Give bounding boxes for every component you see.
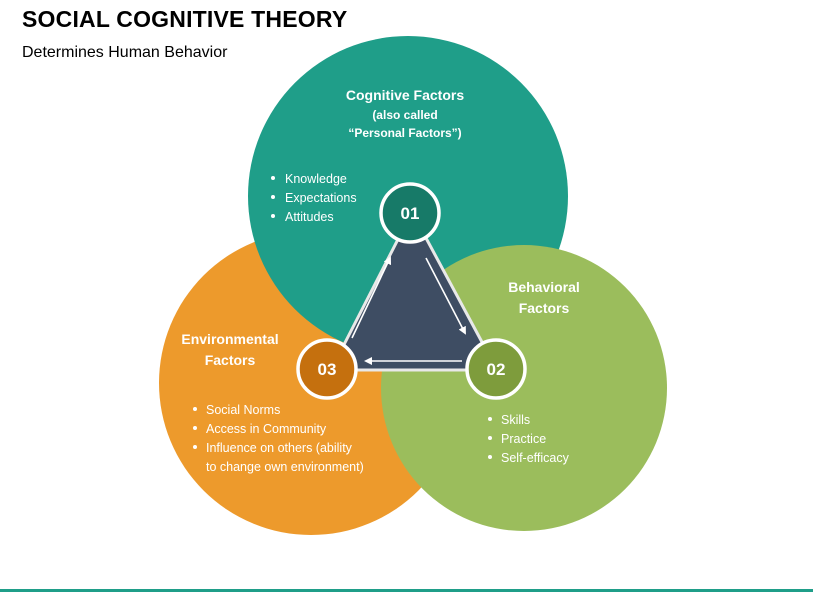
- cognitive-subtitle-2: “Personal Factors”): [348, 126, 461, 140]
- list-item: Attitudes: [285, 210, 334, 224]
- environmental-title-2: Factors: [205, 352, 256, 368]
- arrow-01-to-02: [425, 257, 466, 335]
- list-item: Practice: [501, 432, 546, 446]
- page-subtitle: Determines Human Behavior: [22, 44, 228, 61]
- bottom-divider: [0, 589, 813, 592]
- page-title: SOCIAL COGNITIVE THEORY: [22, 6, 348, 32]
- behavioral-title-2: Factors: [519, 300, 570, 316]
- list-item-continuation: to change own environment): [206, 460, 364, 474]
- center-triangle: [329, 210, 499, 372]
- list-item: Expectations: [285, 191, 357, 205]
- list-item: Knowledge: [285, 172, 347, 186]
- list-item: Self-efficacy: [501, 451, 570, 465]
- arrow-03-to-01: [351, 256, 392, 339]
- behavioral-title-1: Behavioral: [508, 279, 580, 295]
- node-03: 03: [296, 338, 358, 400]
- node-01-label: 01: [401, 204, 420, 223]
- list-item: Social Norms: [206, 403, 280, 417]
- cognitive-title: Cognitive Factors: [346, 87, 464, 103]
- list-item: Skills: [501, 413, 530, 427]
- list-item: Access in Community: [206, 422, 327, 436]
- behavioral-list: Skills Practice Self-efficacy: [488, 413, 570, 465]
- node-02-label: 02: [487, 360, 506, 379]
- cognitive-list: Knowledge Expectations Attitudes: [271, 172, 357, 224]
- list-item: Influence on others (ability: [206, 441, 353, 455]
- node-03-label: 03: [318, 360, 337, 379]
- environmental-list: Social Norms Access in Community Influen…: [193, 403, 364, 474]
- environmental-title-1: Environmental: [181, 331, 278, 347]
- cognitive-subtitle-1: (also called: [372, 108, 437, 122]
- node-02: 02: [465, 338, 527, 400]
- node-01: 01: [379, 182, 441, 244]
